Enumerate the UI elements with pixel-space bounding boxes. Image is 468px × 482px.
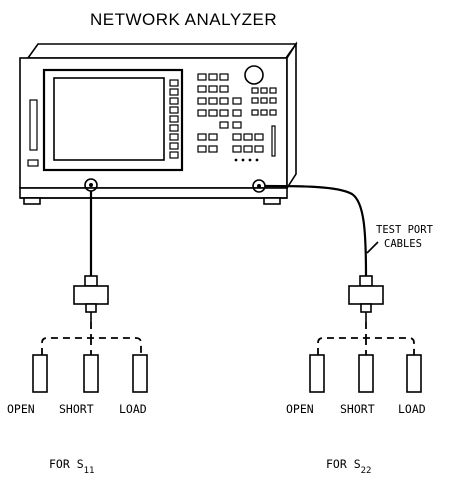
port-1-standards-tree bbox=[32, 322, 148, 393]
port1-caption: FOR S11 bbox=[49, 457, 94, 476]
network-analyzer bbox=[19, 41, 298, 205]
load-standard-port1 bbox=[132, 354, 148, 393]
softkey-column bbox=[169, 79, 179, 159]
display-bezel bbox=[42, 68, 184, 172]
short-standard-port2 bbox=[358, 354, 374, 393]
disk-drive-slot bbox=[29, 99, 38, 151]
cable-label-line-2: CABLES bbox=[384, 238, 422, 250]
port-2-adapter bbox=[348, 275, 384, 322]
cable-label-leader bbox=[366, 241, 379, 254]
port1-short-label: SHORT bbox=[59, 402, 94, 416]
cable-label-line-1: TEST PORT bbox=[376, 224, 434, 236]
open-standard-port2 bbox=[309, 354, 325, 393]
port2-load-label: LOAD bbox=[398, 402, 426, 416]
port1-open-label: OPEN bbox=[7, 402, 35, 416]
port-2-standards-tree bbox=[309, 322, 422, 393]
diagram-title: NETWORK ANALYZER bbox=[90, 10, 277, 29]
open-standard-port1 bbox=[32, 354, 48, 393]
port2-short-label: SHORT bbox=[340, 402, 375, 416]
load-standard-port2 bbox=[406, 354, 422, 393]
front-panel-keys bbox=[197, 73, 277, 162]
port2-open-label: OPEN bbox=[286, 402, 314, 416]
rotary-knob bbox=[244, 65, 264, 85]
port-2-cable bbox=[264, 184, 368, 277]
short-standard-port1 bbox=[83, 354, 99, 393]
port-1-adapter bbox=[73, 275, 109, 322]
display-screen bbox=[53, 77, 165, 161]
port2-caption: FOR S22 bbox=[326, 457, 371, 476]
port1-load-label: LOAD bbox=[119, 402, 147, 416]
